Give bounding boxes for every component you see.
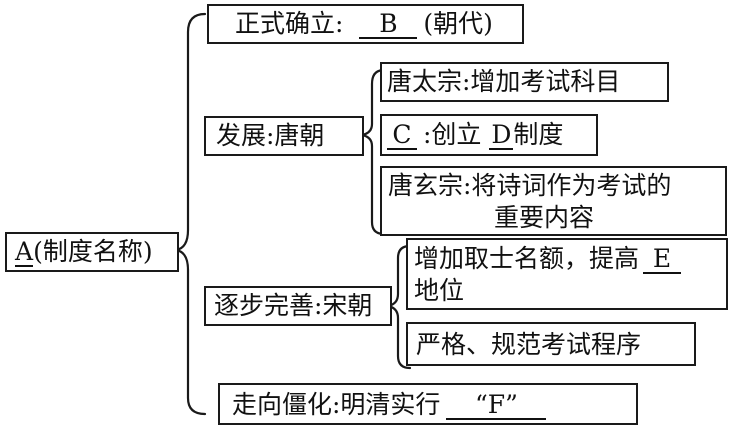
root-blank-a: A: [15, 237, 34, 267]
blank-f: “F”: [446, 392, 547, 420]
develop-item-taizong: 唐太宗:增加考试科目: [380, 62, 669, 102]
blank-e: E: [643, 246, 682, 274]
develop-item-xuanzong: 唐玄宗:将诗词作为考试的 重要内容: [380, 166, 727, 236]
rigid-label: 走向僵化:明清实行: [232, 390, 441, 419]
develop-label: 发展:唐朝: [216, 121, 325, 150]
develop-item-c: C:创立 D制度: [380, 114, 598, 156]
procedure-text: 严格、规范考试程序: [416, 330, 642, 359]
taizong-text: 唐太宗:增加考试科目: [387, 67, 621, 96]
main-brace: [175, 12, 207, 416]
improve-item-procedure: 严格、规范考试程序: [406, 322, 696, 366]
root-label: (制度名称): [33, 237, 153, 266]
improve-label: 逐步完善:宋朝: [214, 291, 373, 320]
establish-blank-b: B: [359, 11, 418, 39]
improve-node: 逐步完善:宋朝: [204, 286, 392, 326]
establish-suffix: (朝代): [423, 9, 493, 38]
establish-label: 正式确立:: [235, 9, 344, 38]
rigid-node: 走向僵化:明清实行“F”: [218, 383, 638, 425]
c-suffix: 制度: [513, 120, 564, 149]
xuanzong-line1: 唐玄宗:将诗词作为考试的: [388, 171, 672, 200]
quota-line1: 增加取士名额，提高: [414, 244, 640, 273]
quota-line2: 地位: [414, 276, 465, 305]
blank-d: D: [489, 120, 514, 150]
xuanzong-line2: 重要内容: [494, 203, 595, 232]
blank-c: C: [387, 122, 417, 150]
establish-node: 正式确立: B(朝代): [207, 4, 524, 44]
develop-node: 发展:唐朝: [204, 116, 364, 156]
root-node: A(制度名称): [5, 232, 179, 272]
c-mid: :创立: [423, 120, 482, 149]
